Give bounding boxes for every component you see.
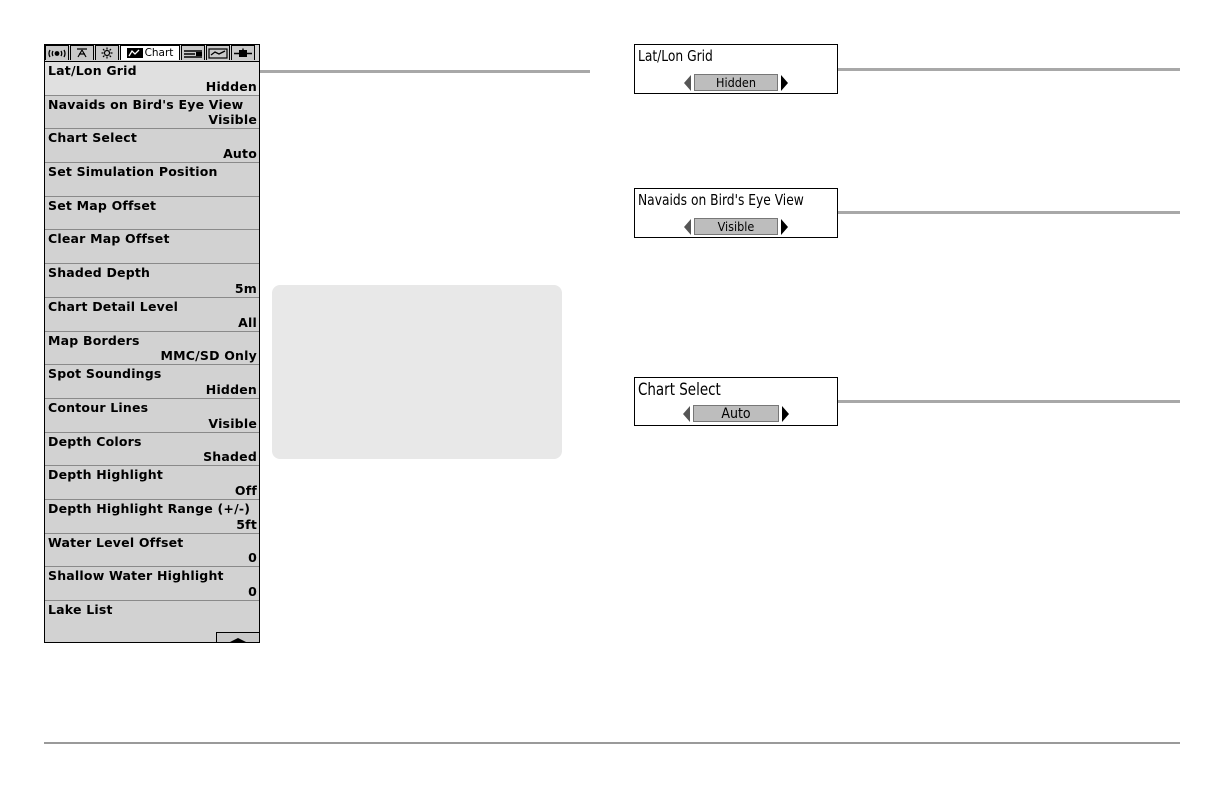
dialog-title: Lat/Lon Grid [638, 47, 713, 65]
menu-item-label: Navaids on Bird's Eye View [48, 96, 244, 112]
menu-item-value: Hidden [205, 381, 257, 397]
menu-item-value: Auto [223, 146, 257, 162]
menu-item-depth-colors[interactable]: Depth Colors Shaded [45, 432, 259, 467]
menu-item-shaded-depth[interactable]: Shaded Depth 5m [45, 264, 259, 298]
scroll-up-button[interactable] [216, 632, 259, 642]
menu-item-depth-highlight-range[interactable]: Depth Highlight Range (+/-) 5ft [45, 499, 259, 534]
menu-item-label: Chart Detail Level [48, 298, 179, 314]
menu-item-label: Depth Highlight Range (+/-) [48, 500, 251, 516]
menu-item-contour-lines[interactable]: Contour Lines Visible [45, 398, 259, 433]
setup-icon [100, 47, 114, 59]
sonar-icon [183, 48, 203, 59]
chart-menu-panel: Chart Lat/Lon Grid Hidden Navaids on Bir… [44, 44, 260, 643]
arrow-right-icon[interactable] [781, 74, 788, 91]
menu-item-label: Contour Lines [48, 399, 149, 415]
menu-item-label: Set Map Offset [48, 197, 157, 213]
arrow-right-icon[interactable] [781, 218, 788, 235]
note-box [272, 285, 562, 459]
leader-line-dialog-2 [838, 211, 1180, 214]
dialog-chart-select: Chart Select Auto [634, 377, 838, 426]
navigation-icon [75, 47, 89, 59]
leader-line-menu [260, 70, 590, 73]
menu-item-label: Depth Colors [48, 433, 142, 449]
selector-value: Auto [693, 405, 779, 422]
menu-item-label: Lake List [48, 602, 113, 617]
menu-item-water-level-offset[interactable]: Water Level Offset 0 [45, 533, 259, 568]
menu-item-value: 5ft [236, 516, 257, 532]
menu-tab-bar: Chart [45, 45, 259, 62]
menu-item-label: Shaded Depth [48, 265, 151, 281]
scroll-up-icon [229, 628, 247, 647]
menu-item-label: Clear Map Offset [48, 231, 170, 247]
menu-item-value: 0 [248, 584, 257, 599]
arrow-left-icon[interactable] [683, 405, 690, 422]
menu-item-value: 5m [234, 280, 257, 296]
tab-sonar[interactable] [181, 45, 205, 60]
tab-chart-label: Chart [144, 47, 174, 59]
menu-item-label: Map Borders [48, 332, 140, 348]
arrow-left-icon[interactable] [684, 74, 691, 91]
menu-item-label: Depth Highlight [48, 467, 164, 483]
menu-item-label: Lat/Lon Grid [48, 63, 137, 78]
sonar-view-icon [208, 47, 228, 59]
menu-item-label: Water Level Offset [48, 534, 184, 550]
menu-item-chart-select[interactable]: Chart Select Auto [45, 129, 259, 164]
menu-item-label: Set Simulation Position [48, 164, 218, 180]
dialog-lat-lon-grid: Lat/Lon Grid Hidden [634, 44, 838, 94]
menu-item-set-simulation-position[interactable]: Set Simulation Position [45, 163, 259, 197]
selector-value: Visible [694, 218, 778, 235]
menu-item-value: Visible [208, 415, 257, 431]
accessories-icon [233, 48, 253, 59]
dialog-title: Navaids on Bird's Eye View [638, 191, 804, 209]
menu-item-value: MMC/SD Only [160, 348, 257, 364]
page-bottom-rule [44, 742, 1180, 744]
arrow-right-icon[interactable] [782, 405, 789, 422]
chart-icon [126, 48, 143, 58]
menu-list: Lat/Lon Grid Hidden Navaids on Bird's Ey… [45, 62, 259, 635]
menu-item-spot-soundings[interactable]: Spot Soundings Hidden [45, 365, 259, 399]
menu-item-shallow-water-highlight[interactable]: Shallow Water Highlight 0 [45, 567, 259, 601]
leader-line-dialog-3 [838, 400, 1180, 403]
menu-item-value: Hidden [205, 78, 257, 94]
menu-item-value: Shaded [203, 449, 257, 465]
menu-item-label: Spot Soundings [48, 366, 162, 382]
tab-navigation[interactable] [70, 45, 94, 60]
menu-item-value: Visible [208, 112, 257, 128]
tab-accessories[interactable] [231, 45, 255, 60]
tab-setup[interactable] [95, 45, 119, 60]
menu-item-value: Off [234, 482, 257, 498]
tab-alarms[interactable] [45, 45, 69, 60]
menu-item-lake-list[interactable]: Lake List [45, 601, 259, 635]
menu-item-label: Chart Select [48, 130, 138, 146]
menu-item-map-borders[interactable]: Map Borders MMC/SD Only [45, 331, 259, 366]
menu-item-lat-lon-grid[interactable]: Lat/Lon Grid Hidden [45, 62, 259, 96]
leader-line-dialog-1 [838, 68, 1180, 71]
menu-item-clear-map-offset[interactable]: Clear Map Offset [45, 230, 259, 265]
menu-item-depth-highlight[interactable]: Depth Highlight Off [45, 466, 259, 500]
tab-sonar-view[interactable] [206, 45, 230, 60]
dialog-title: Chart Select [638, 380, 721, 400]
menu-item-value: 0 [248, 550, 257, 566]
value-selector[interactable]: Hidden [684, 74, 788, 91]
tab-chart[interactable]: Chart [120, 45, 180, 60]
dialog-navaids-birds-eye: Navaids on Bird's Eye View Visible [634, 188, 838, 238]
alarms-icon [47, 48, 67, 59]
menu-item-label: Shallow Water Highlight [48, 568, 224, 584]
menu-item-chart-detail-level[interactable]: Chart Detail Level All [45, 297, 259, 332]
arrow-left-icon[interactable] [684, 218, 691, 235]
menu-item-set-map-offset[interactable]: Set Map Offset [45, 196, 259, 231]
selector-value: Hidden [694, 74, 778, 91]
value-selector[interactable]: Visible [684, 218, 788, 235]
value-selector[interactable]: Auto [683, 405, 789, 422]
menu-item-value: All [238, 314, 257, 330]
menu-item-navaids-birds-eye[interactable]: Navaids on Bird's Eye View Visible [45, 95, 259, 130]
